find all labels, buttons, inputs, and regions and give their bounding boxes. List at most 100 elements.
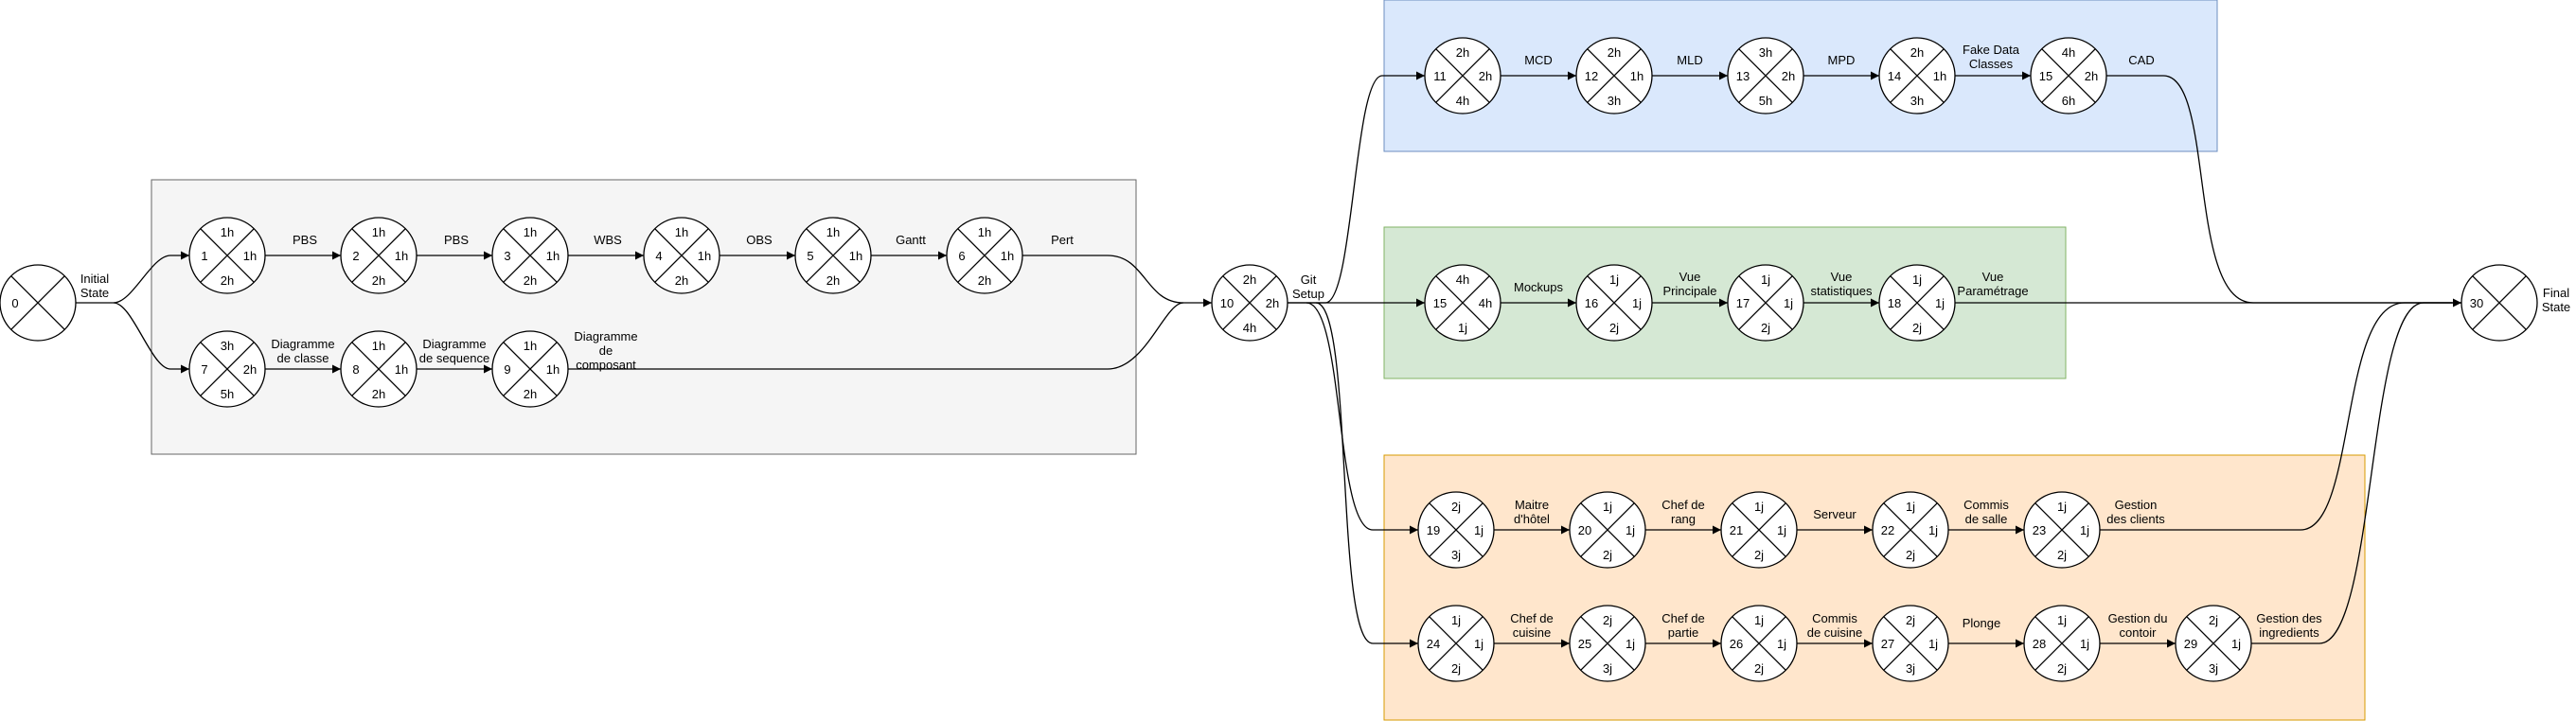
edge-10-11 (1288, 71, 1425, 304)
edge-15-30 (2106, 75, 2461, 308)
edge-0-1 (76, 251, 189, 304)
node-left-value: 14 (1888, 69, 1901, 83)
edge-label-e20-21-line: rang (1671, 512, 1696, 526)
node-top-value: 1h (524, 339, 537, 353)
node-bottom-value: 5h (221, 387, 234, 401)
node-right-value: 1j (1928, 637, 1938, 651)
edge-label-e27-28-line: Plonge (1963, 616, 2000, 630)
node-top-value: 3h (221, 339, 234, 353)
node-left-value: 9 (504, 362, 510, 377)
node-cross-line (1587, 275, 1642, 330)
node-top-value: 1j (1603, 500, 1612, 514)
node-right-value: 1h (546, 249, 560, 263)
edge-label-e4-5: OBS (746, 233, 773, 247)
final-state-label-line: State (2542, 300, 2570, 314)
edge-label-e1-2: PBS (293, 233, 317, 247)
node-cross-line (1429, 616, 1483, 671)
node-top-value: 1j (1609, 273, 1619, 287)
node-left-value: 10 (1220, 296, 1234, 310)
node-bottom-value: 3h (1910, 94, 1924, 108)
node-cross-line (1429, 502, 1483, 557)
node-n30: 30 (2461, 264, 2538, 342)
node-cross-line (503, 228, 558, 283)
final-state-label-line: Final (2543, 286, 2569, 300)
node-bottom-value: 2j (1761, 321, 1770, 335)
edge-9-10 (568, 302, 1184, 370)
node-right-value: 1h (395, 249, 408, 263)
edge-label-e12-13-line: MLD (1677, 53, 1702, 67)
node-left-value: 17 (1736, 296, 1750, 310)
node-bottom-value: 3h (1608, 94, 1621, 108)
edge-label-e15-16: Mockups (1514, 280, 1564, 294)
node-bottom-value: 2h (826, 273, 840, 288)
node-cross-line (2034, 616, 2089, 671)
node-right-value: 1j (1632, 296, 1642, 310)
edge-label-e13-14-line: MPD (1828, 53, 1856, 67)
node-top-value: 1h (675, 225, 688, 239)
node-n0: 0 (0, 264, 77, 342)
edge-label-e14-15-line: Fake Data (1963, 43, 2020, 57)
node-bottom-value: 3j (1451, 548, 1461, 562)
edge-label-e25-26-line: Chef de (1661, 611, 1705, 625)
edge-label-e15-30: CAD (2128, 53, 2154, 67)
initial-state-label-line: Initial (80, 272, 109, 286)
node-bottom-value: 2j (1912, 321, 1922, 335)
node-top-value: 2j (1451, 500, 1461, 514)
edge-label-e21-22: Serveur (1813, 507, 1856, 521)
node-left-value: 25 (1578, 637, 1591, 651)
node-cross-line (957, 228, 1012, 283)
node-left-value: 11 (1433, 69, 1447, 83)
edge-label-e29-30-line: Gestion des (2256, 611, 2322, 625)
node-cross-line (351, 228, 406, 283)
edge-label-e19-20-line: Maitre (1515, 498, 1549, 512)
edge-label-e15-16-line: Mockups (1514, 280, 1564, 294)
node-cross-line (2472, 275, 2527, 330)
edge-label-e16-17-line: Principale (1662, 284, 1716, 298)
edge-10-19 (1306, 302, 1418, 535)
node-left-value: 3 (504, 249, 510, 263)
edge-label-e3-4: WBS (594, 233, 622, 247)
node-bottom-value: 2h (524, 273, 537, 288)
node-bottom-value: 2j (1754, 548, 1764, 562)
edge-label-e12-13: MLD (1677, 53, 1702, 67)
edge-label-e2-3-line: PBS (444, 233, 469, 247)
node-top-value: 1h (826, 225, 840, 239)
node-bottom-value: 2j (1609, 321, 1619, 335)
node-right-value: 2h (1782, 69, 1795, 83)
node-left-value: 2 (352, 249, 359, 263)
node-bottom-value: 4h (1243, 321, 1256, 335)
node-right-value: 2h (243, 362, 257, 377)
node-right-value: 1j (1935, 296, 1945, 310)
node-top-value: 1h (978, 225, 991, 239)
node-left-value: 7 (201, 362, 207, 377)
edge-label-e19-20-line: d'hôtel (1514, 512, 1550, 526)
node-top-value: 2j (1906, 613, 1915, 627)
edge-label-e18-30-line: Vue (1982, 270, 2004, 284)
node-right-value: 1j (1777, 523, 1786, 537)
node-cross-line (503, 342, 558, 396)
node-cross-line (806, 228, 861, 283)
edge-label-e29-30-line: ingredients (2259, 625, 2319, 640)
node-left-value: 24 (1427, 637, 1440, 651)
